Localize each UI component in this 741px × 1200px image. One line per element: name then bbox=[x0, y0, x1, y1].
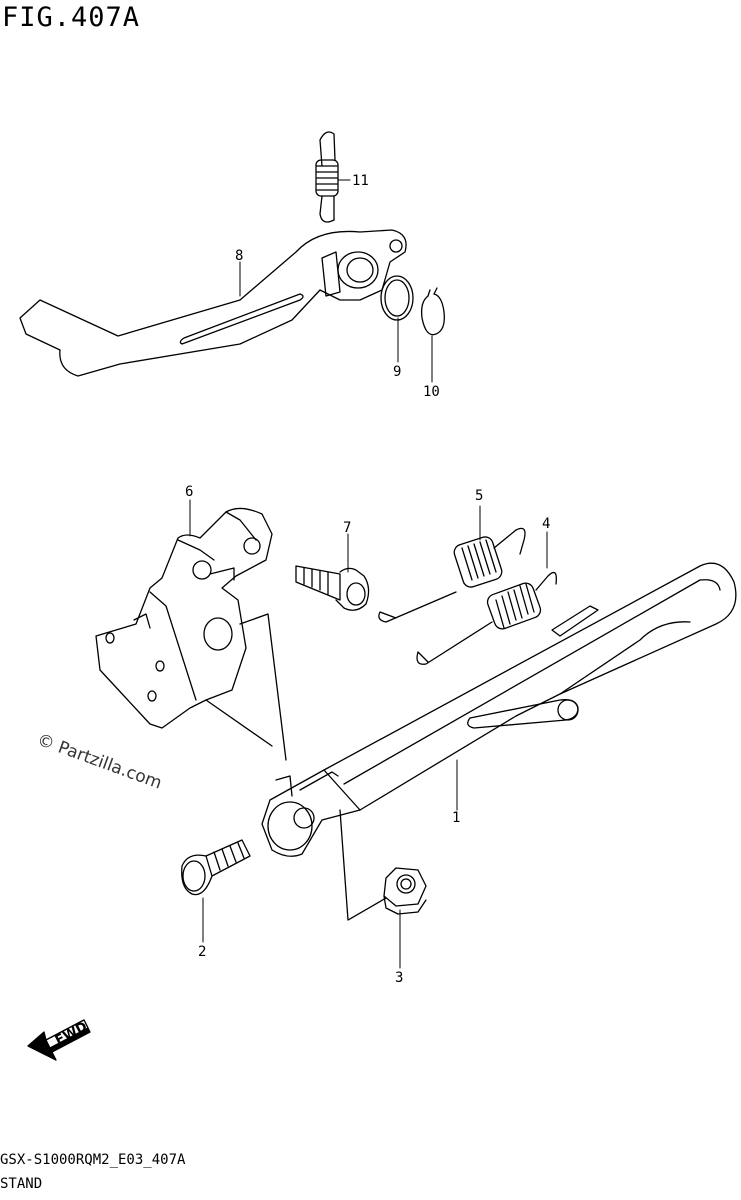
callout-4: 4 bbox=[542, 516, 550, 532]
section-name: STAND bbox=[0, 1176, 43, 1192]
mounting-bracket-6[interactable] bbox=[95, 507, 273, 729]
callout-1: 1 bbox=[452, 810, 460, 826]
circlip-10[interactable] bbox=[420, 287, 445, 336]
assembly-lines bbox=[205, 613, 387, 921]
side-stand-1[interactable] bbox=[261, 562, 737, 857]
leader-lines bbox=[189, 179, 548, 969]
forward-label-box: FWD bbox=[45, 1019, 90, 1049]
callout-10: 10 bbox=[423, 384, 440, 400]
washer-9[interactable] bbox=[380, 275, 414, 321]
callout-5: 5 bbox=[475, 488, 483, 504]
callout-7: 7 bbox=[343, 520, 351, 536]
bolt-7[interactable] bbox=[295, 565, 370, 611]
forward-label: FWD bbox=[53, 1019, 90, 1048]
callout-3: 3 bbox=[395, 970, 403, 986]
model-code: GSX-S1000RQM2_E03_407A bbox=[0, 1152, 186, 1168]
spring-4[interactable] bbox=[416, 571, 557, 665]
callout-11: 11 bbox=[352, 173, 369, 189]
spring-5[interactable] bbox=[378, 527, 526, 623]
stand-bracket-8[interactable] bbox=[19, 229, 407, 377]
callout-6: 6 bbox=[185, 484, 193, 500]
callout-2: 2 bbox=[198, 944, 206, 960]
figure-title: FIG.407A bbox=[2, 2, 141, 33]
spring-11[interactable] bbox=[315, 131, 339, 223]
watermark-text: © Partzilla.com bbox=[34, 730, 164, 794]
callout-9: 9 bbox=[393, 364, 401, 380]
callout-8: 8 bbox=[235, 248, 243, 264]
nut-3[interactable] bbox=[383, 867, 427, 915]
pivot-bolt-2[interactable] bbox=[181, 839, 251, 896]
